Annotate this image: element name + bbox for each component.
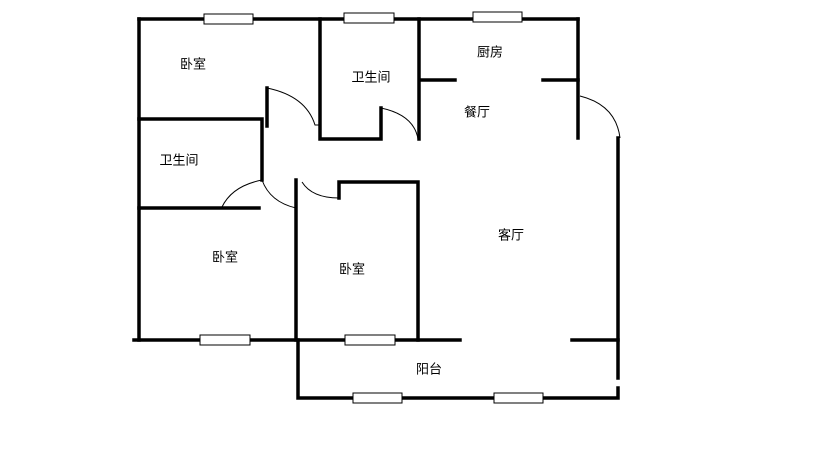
window [203,13,254,25]
window [199,334,251,346]
room-label-bedroom: 卧室 [179,57,207,73]
room-label-dining: 餐厅 [463,105,491,121]
window [493,392,544,404]
room-label-bathroom: 卫生间 [159,153,199,169]
room-label-kitchen: 厨房 [476,45,504,61]
room-label-living: 客厅 [497,228,525,244]
room-label-bathroom: 卫生间 [351,70,391,86]
window [344,334,396,346]
room-label-bedroom: 卧室 [338,262,366,278]
window [343,12,395,24]
doors [221,87,621,209]
walls [132,17,620,400]
room-label-bedroom: 卧室 [211,250,239,266]
window [352,392,403,404]
windows [199,11,544,404]
window [472,11,523,23]
room-label-balcony: 阳台 [415,362,443,378]
